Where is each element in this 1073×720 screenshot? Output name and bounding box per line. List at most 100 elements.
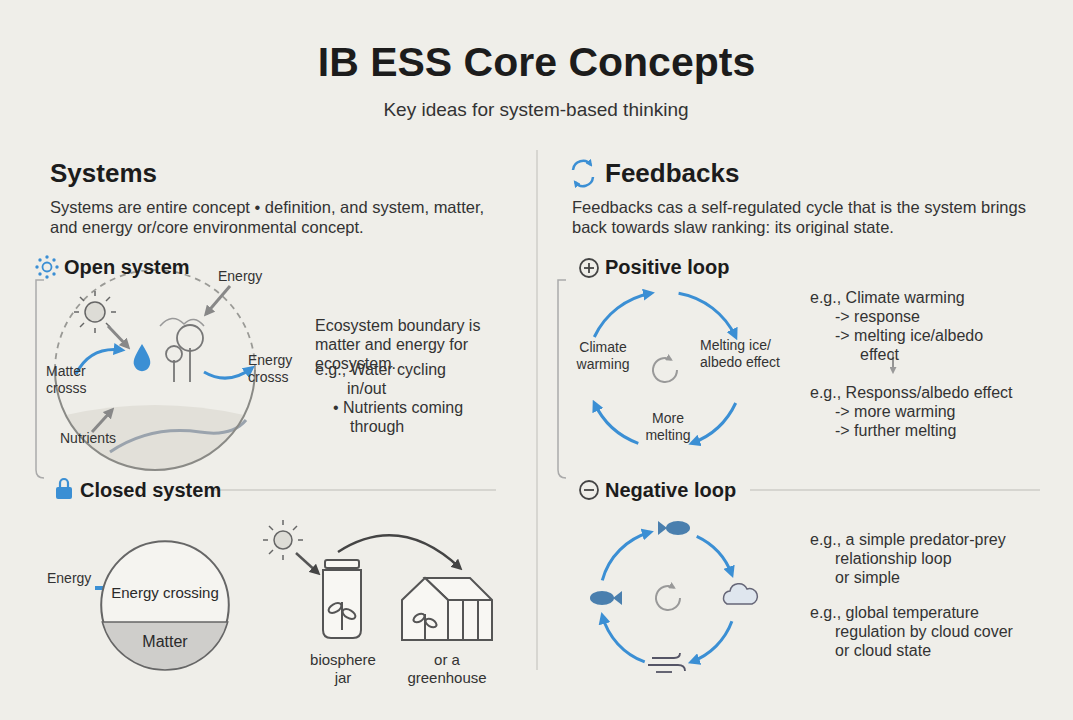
section-description: Systems are entire concept • definition,… <box>50 198 500 238</box>
sun-disc <box>85 302 105 322</box>
fish-body <box>590 591 614 605</box>
gear-dot <box>55 265 58 268</box>
wind-icon <box>648 653 685 672</box>
light-arrow <box>296 553 318 573</box>
subsection-heading: Open system <box>64 255 190 279</box>
example-text: or simple <box>835 568 900 587</box>
cloud-icon <box>724 584 758 604</box>
loop-arrow <box>602 532 650 580</box>
loop-arrow <box>594 403 638 443</box>
example-text: or cloud state <box>835 641 931 660</box>
tree-trunk <box>189 348 191 382</box>
curved-arrow <box>338 535 460 568</box>
sun-ray <box>111 311 116 313</box>
gear-dot <box>38 258 41 261</box>
loop-arrow <box>679 293 736 337</box>
example-text: relationship loop <box>835 549 952 568</box>
example-text: e.g., Climate warming <box>810 288 965 307</box>
icon-ring <box>580 259 598 277</box>
gear-dot <box>38 272 41 275</box>
sun-ray <box>94 328 96 333</box>
tree-trunk <box>173 360 175 382</box>
loop-arrow <box>602 616 644 662</box>
lock-icon <box>56 479 72 499</box>
plant-leaf <box>412 612 426 624</box>
energy-out-arrow <box>204 368 252 378</box>
diagram-label: or a greenhouse <box>407 651 487 687</box>
section-description: Feedbacks cas a self-regulated cycle tha… <box>572 198 1032 238</box>
tree-icon <box>166 325 203 382</box>
gear-dot <box>35 265 38 268</box>
greenhouse-panel <box>462 600 464 640</box>
river <box>110 420 246 452</box>
diagram-label: Matter crosss <box>46 363 106 397</box>
diagram-label: Nutrients <box>60 430 116 447</box>
example-text: -> more warming <box>835 402 955 421</box>
section-heading: Feedbacks <box>605 158 739 189</box>
wind-line <box>648 665 685 671</box>
sun-ray <box>282 555 284 560</box>
gear-dot <box>52 258 55 261</box>
cycle-symbol <box>656 586 680 610</box>
example-text: regulation by cloud cover <box>835 622 1013 641</box>
example-text: e.g., global temperature <box>810 603 979 622</box>
gear-core <box>43 263 52 272</box>
gear-dot <box>45 275 48 278</box>
lock-body <box>56 487 72 499</box>
greenhouse-panel <box>448 599 492 601</box>
column-divider <box>536 150 538 670</box>
water-droplet <box>134 344 151 371</box>
subtitle: Key ideas for system-based thinking <box>286 99 786 122</box>
gear-dot <box>45 255 48 258</box>
sun-ray <box>74 311 79 313</box>
example-text: e.g., Water cycling <box>315 360 446 379</box>
sun-ray <box>293 526 297 530</box>
sun-ray <box>263 539 268 541</box>
fish-body <box>666 521 690 535</box>
node-text: Matter <box>100 632 230 651</box>
node-text: Energy crossing <box>100 584 230 602</box>
cycle-symbol <box>653 358 677 382</box>
cycle-arrow <box>573 161 591 170</box>
greenhouse-front <box>402 578 448 640</box>
loop-label: More melting <box>636 410 700 444</box>
cycle-icon <box>573 161 593 186</box>
loop-arrow <box>692 403 736 443</box>
icon-ring <box>580 481 598 499</box>
plant-leaf <box>424 617 438 629</box>
cycle-arrow <box>575 177 593 186</box>
plant-leaf <box>327 601 343 615</box>
diagram-label: biosphere jar <box>303 651 383 687</box>
lock-shackle <box>60 479 68 488</box>
fish-tail <box>658 521 667 535</box>
section-heading: Systems <box>50 158 157 189</box>
example-text: in/out <box>347 379 386 398</box>
loop-label: Melting ice/ albedo effect <box>700 337 800 371</box>
fish-icon <box>658 521 690 535</box>
jar-icon <box>323 560 361 638</box>
section-rule <box>750 489 1040 490</box>
sun-ray <box>298 539 303 541</box>
diagram-label: Energy <box>47 570 91 587</box>
loop-arrow <box>691 621 732 662</box>
energy-arrow <box>108 326 128 347</box>
nutrient-arrow <box>92 410 112 432</box>
sun-disc <box>274 531 292 549</box>
plus-icon <box>580 259 598 277</box>
minus-bar <box>584 489 594 491</box>
example-text: -> melting ice/albedo <box>835 326 983 345</box>
fish-tail <box>613 591 622 605</box>
example-text: -> response <box>835 307 920 326</box>
hill-outline <box>160 318 204 326</box>
plant-leaf <box>341 607 357 621</box>
gear-dot <box>52 272 55 275</box>
wind-line <box>656 671 672 673</box>
system-boundary <box>55 270 255 370</box>
example-text: e.g., a simple predator-prey <box>810 530 1006 549</box>
greenhouse-icon <box>402 578 492 640</box>
gear-icon <box>35 255 58 278</box>
loop-arrow <box>594 293 651 337</box>
sun-ray <box>269 550 273 554</box>
example-text: through <box>350 417 404 436</box>
